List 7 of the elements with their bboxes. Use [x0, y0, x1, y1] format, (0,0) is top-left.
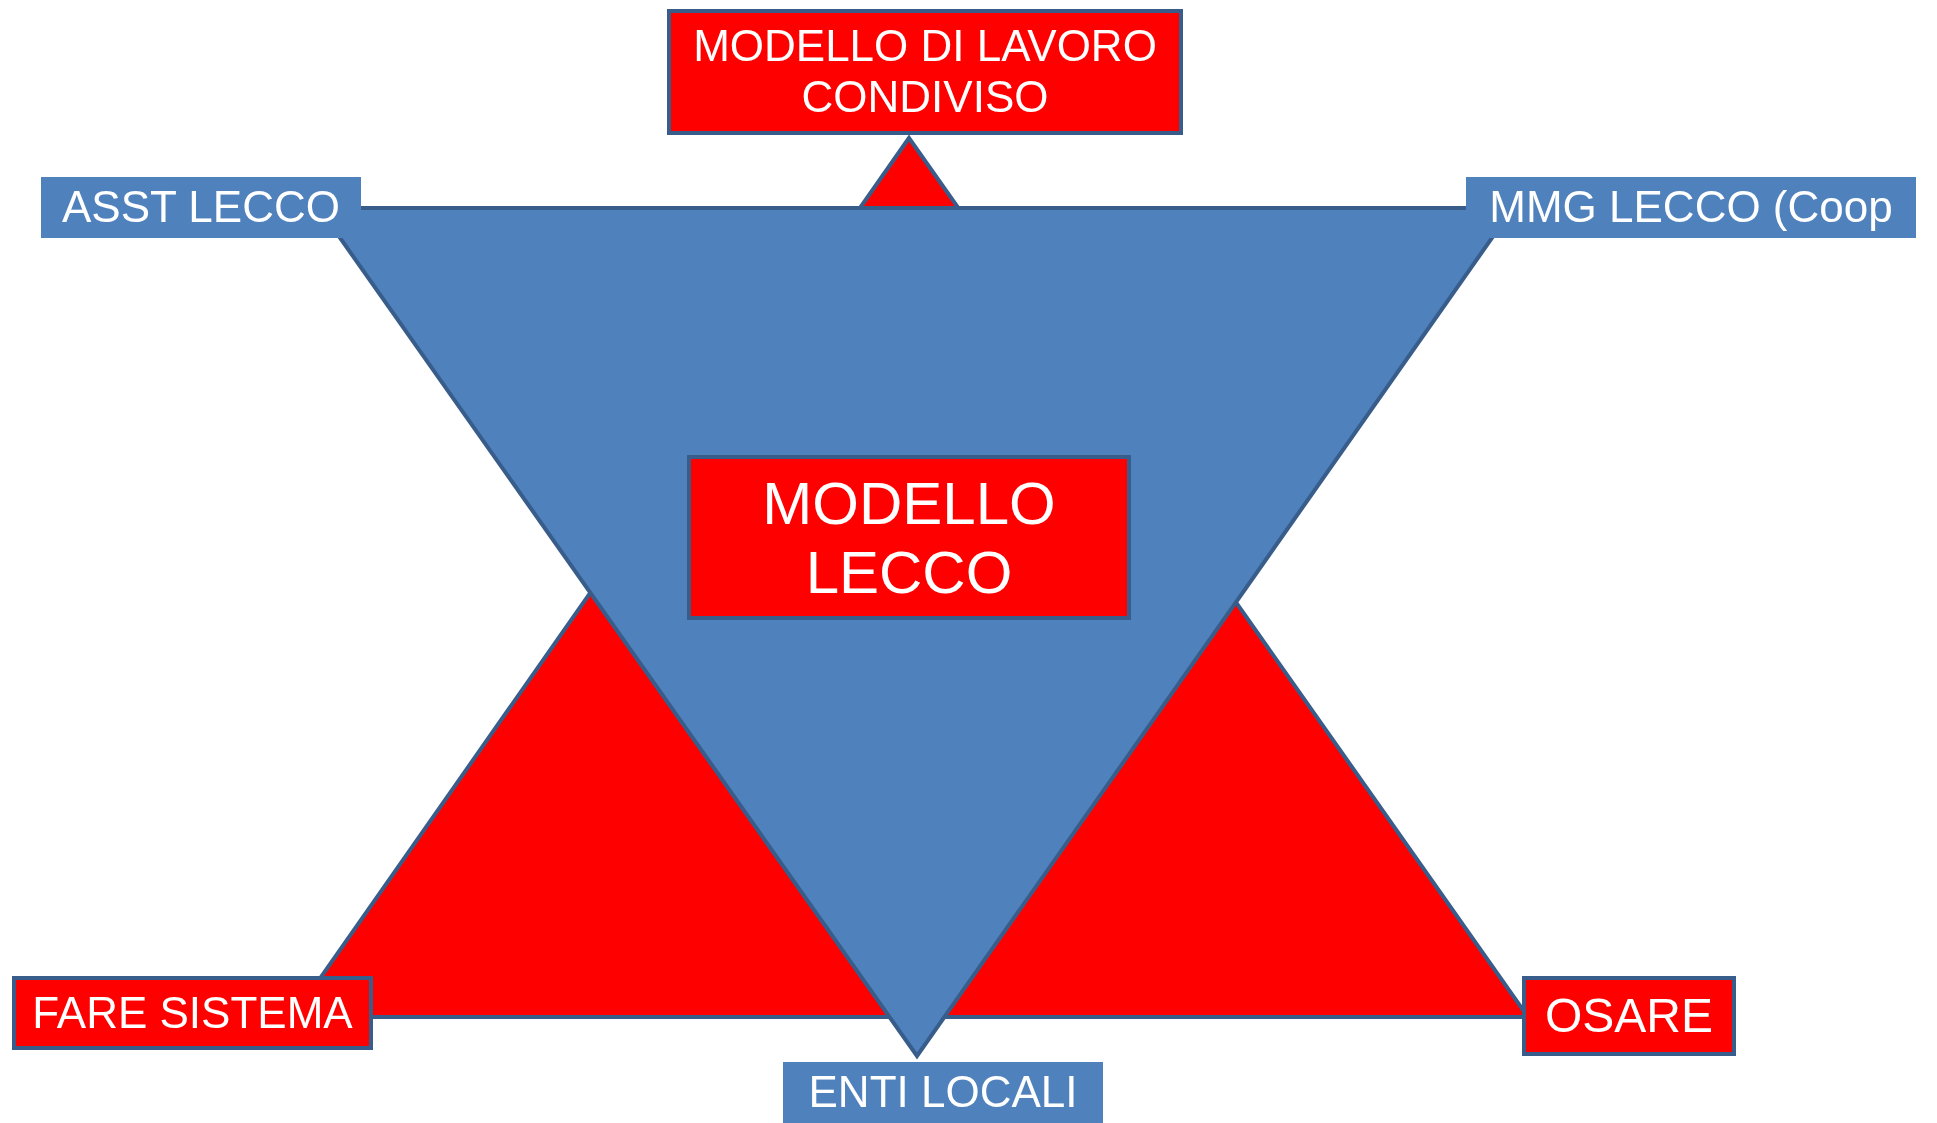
label-box: ASST LECCO [41, 177, 361, 238]
center-box: MODELLO LECCO [687, 455, 1131, 620]
label-box: ENTI LOCALI [783, 1062, 1103, 1123]
label-box: MMG LECCO (Coop [1466, 177, 1916, 238]
title-box: MODELLO DI LAVORO CONDIVISO [667, 9, 1183, 135]
label-box: OSARE [1522, 976, 1736, 1056]
label-box: FARE SISTEMA [12, 976, 373, 1050]
